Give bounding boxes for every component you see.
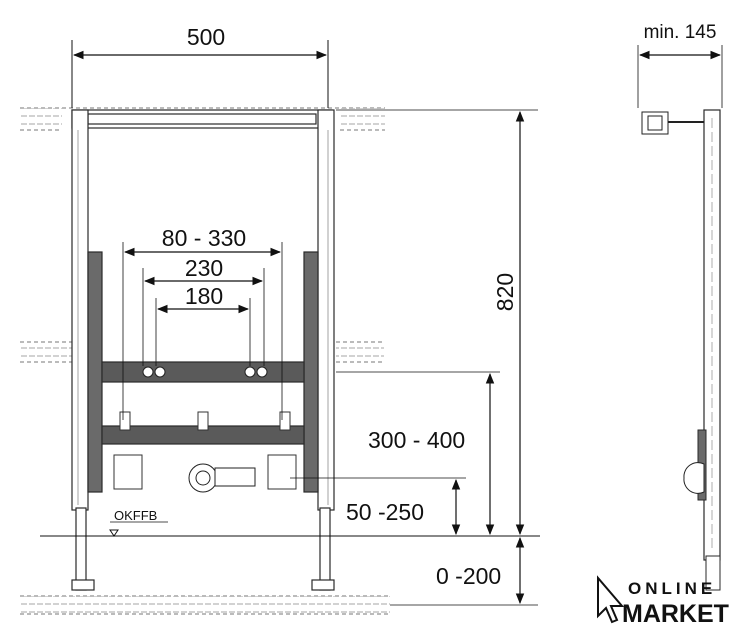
label-floor-adjustment: 0 -200 [436,563,501,589]
label-connection-180: 180 [185,283,223,309]
logo-line2: MARKET [622,600,729,628]
label-crossbar-height: 300 - 400 [368,427,465,453]
label-frame-width: 500 [187,24,225,50]
water-connections [142,366,268,378]
label-connection-230: 230 [185,255,223,281]
dimension-frame-width: 500 [71,24,329,108]
wall-band-top [20,107,385,131]
label-connection-range: 80 - 330 [162,225,246,251]
dimension-connection-range: 80 - 330 [122,225,283,420]
logo-line1: ONLINE [628,579,716,598]
frame [71,109,335,591]
dimension-floor-adjustment: 0 -200 [390,536,538,606]
dimension-connection-230: 230 [142,255,265,366]
drain-elbow [188,463,256,493]
label-drain-height: 50 -250 [346,499,424,525]
dimension-drain-height: 50 -250 [290,477,466,536]
label-depth-min: min. 145 [644,22,717,43]
dimension-connection-180: 180 [155,283,251,366]
label-height: 820 [492,273,518,311]
dimension-crossbar-height: 300 - 400 [336,371,500,536]
label-okffb: OKFFB [114,508,157,523]
side-view: min. 145 [637,22,723,591]
finished-floor-line: OKFFB [40,508,540,537]
online-market-logo: ONLINE MARKET [597,575,729,628]
mounting-brackets [113,411,297,490]
floor-band [20,595,390,615]
dimension-height: 820 [336,109,538,536]
